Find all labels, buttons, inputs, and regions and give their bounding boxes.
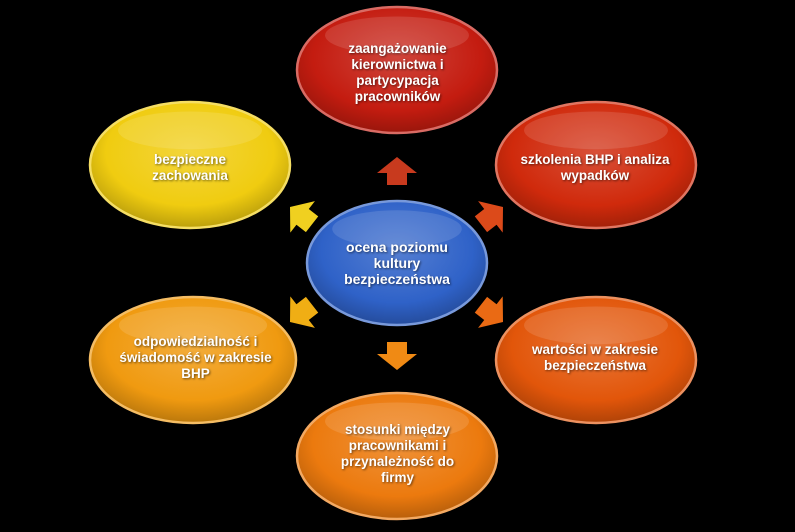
node-label-top-left: bezpieczne zachowania <box>152 151 228 183</box>
node-bottom <box>295 391 499 521</box>
arrow-down-icon <box>377 342 417 370</box>
node-label-bottom-right: wartości w zakresie bezpieczeństwa <box>531 341 659 373</box>
node-top-left <box>88 100 292 230</box>
node-top-right <box>494 100 698 230</box>
node-label-top-right: szkolenia BHP i analiza wypadków <box>520 151 670 183</box>
node-bottom-left-highlight <box>118 306 268 345</box>
node-bottom-left <box>88 295 298 425</box>
arrow-up-left-icon <box>290 201 319 233</box>
node-bottom-highlight <box>325 402 469 441</box>
node-label-bottom: stosunki między pracownikami i przynależ… <box>340 422 455 485</box>
node-bottom-right-highlight <box>524 306 668 345</box>
node-top-right-highlight <box>524 111 668 150</box>
node-top-left-highlight <box>118 111 262 150</box>
arrow-up-right-icon <box>474 201 503 233</box>
node-top <box>295 5 499 135</box>
center-node-highlight <box>332 210 462 248</box>
node-label-top: zaangażowanie kierownictwa i partycypacj… <box>348 40 447 104</box>
node-top-highlight <box>325 16 469 55</box>
node-label-bottom-left: odpowiedzialność i świadomość w zakresie… <box>119 333 272 381</box>
node-bottom-right <box>494 295 698 425</box>
center-label: ocena poziomu kultury bezpieczeństwa <box>344 238 450 287</box>
arrow-down-right-icon <box>474 296 503 328</box>
arrow-up-icon <box>377 157 417 185</box>
center-node <box>305 199 489 327</box>
arrow-down-left-icon <box>290 296 319 328</box>
